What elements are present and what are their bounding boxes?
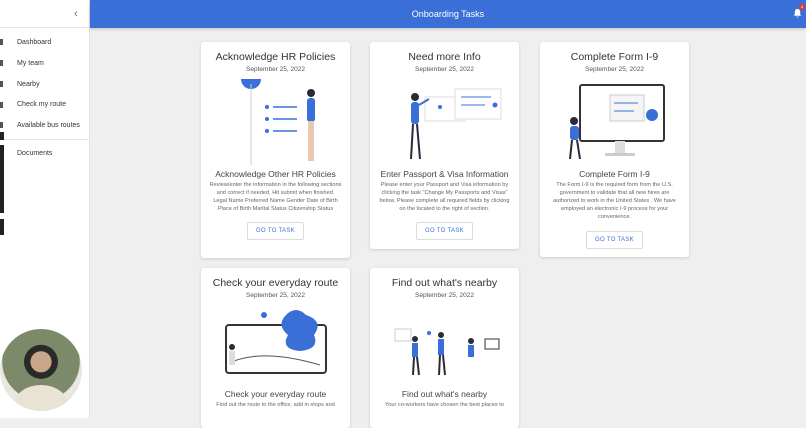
card-date: September 25, 2022 <box>246 292 305 299</box>
go-to-task-button[interactable]: GO TO TASK <box>416 222 473 241</box>
bell-icon[interactable] <box>793 8 802 18</box>
task-card-form-i9: Complete Form I-9 September 25, 2022 Com… <box>540 42 689 257</box>
go-to-task-button[interactable]: GO TO TASK <box>586 230 643 249</box>
sidebar-item-documents[interactable]: Documents <box>17 150 53 157</box>
card-description: Your co-workers have chosen the best pla… <box>385 402 504 408</box>
webcam-person <box>14 385 68 411</box>
card-date: September 25, 2022 <box>415 292 474 299</box>
bus-icon <box>0 122 3 128</box>
page-title: Onboarding Tasks <box>411 9 485 19</box>
team-icon <box>0 60 3 66</box>
sidebar-divider <box>0 139 90 140</box>
notification-badge: 4 <box>799 4 805 10</box>
task-card-passport-visa: Need more Info September 25, 2022 Enter … <box>370 42 519 249</box>
go-to-task-button[interactable]: GO TO TASK <box>247 222 304 241</box>
overlay-bar <box>0 219 4 235</box>
card-title: Check your everyday route <box>212 277 339 289</box>
sidebar-item-available-bus-routes[interactable]: Available bus routes <box>17 122 80 129</box>
card-title: Complete Form I-9 <box>570 51 659 63</box>
form-illustration <box>568 84 665 160</box>
card-date: September 25, 2022 <box>415 66 474 73</box>
sidebar-item-nearby[interactable]: Nearby <box>17 81 40 88</box>
nearby-icon <box>0 81 3 87</box>
task-card-hr-policies: Acknowledge HR Policies September 25, 20… <box>201 42 350 258</box>
card-description: Please enter your Passport and Visa info… <box>379 182 510 213</box>
card-subtitle: Find out what's nearby <box>401 389 488 399</box>
sidebar-item-my-team[interactable]: My team <box>17 60 44 67</box>
card-subtitle: Enter Passport & Visa Information <box>380 169 509 179</box>
card-subtitle: Check your everyday route <box>224 389 327 399</box>
sidebar-item-check-my-route[interactable]: Check my route <box>17 101 67 108</box>
task-card-nearby: Find out what's nearby September 25, 202… <box>370 268 519 428</box>
webcam-overlay <box>0 329 82 411</box>
card-subtitle: Acknowledge Other HR Policies <box>215 169 336 179</box>
task-card-everyday-route: Check your everyday route September 25, … <box>201 268 350 428</box>
dashboard-icon <box>0 39 3 45</box>
nearby-illustration <box>394 328 499 376</box>
card-description: The Form I-9 is the required form from t… <box>553 182 676 221</box>
overlay-bar <box>0 145 4 213</box>
chevron-left-icon[interactable]: ‹ <box>74 8 78 20</box>
card-date: September 25, 2022 <box>246 66 305 73</box>
card-title: Acknowledge HR Policies <box>215 51 336 63</box>
route-illustration <box>224 310 327 374</box>
card-description: Find out the route to the office, add in… <box>216 402 335 408</box>
policies-illustration <box>240 79 315 165</box>
passport-illustration <box>409 88 501 160</box>
sidebar-item-dashboard[interactable]: Dashboard <box>17 39 52 46</box>
sidebar-top <box>0 0 89 28</box>
route-icon <box>0 102 3 108</box>
card-date: September 25, 2022 <box>585 66 644 73</box>
card-description: Review/enter the information in the foll… <box>209 182 342 213</box>
card-title: Need more Info <box>408 51 481 63</box>
overlay-bar <box>0 132 4 140</box>
app-header: Onboarding Tasks 4 <box>90 0 806 28</box>
card-subtitle: Complete Form I-9 <box>579 169 650 179</box>
card-title: Find out what's nearby <box>391 277 498 289</box>
